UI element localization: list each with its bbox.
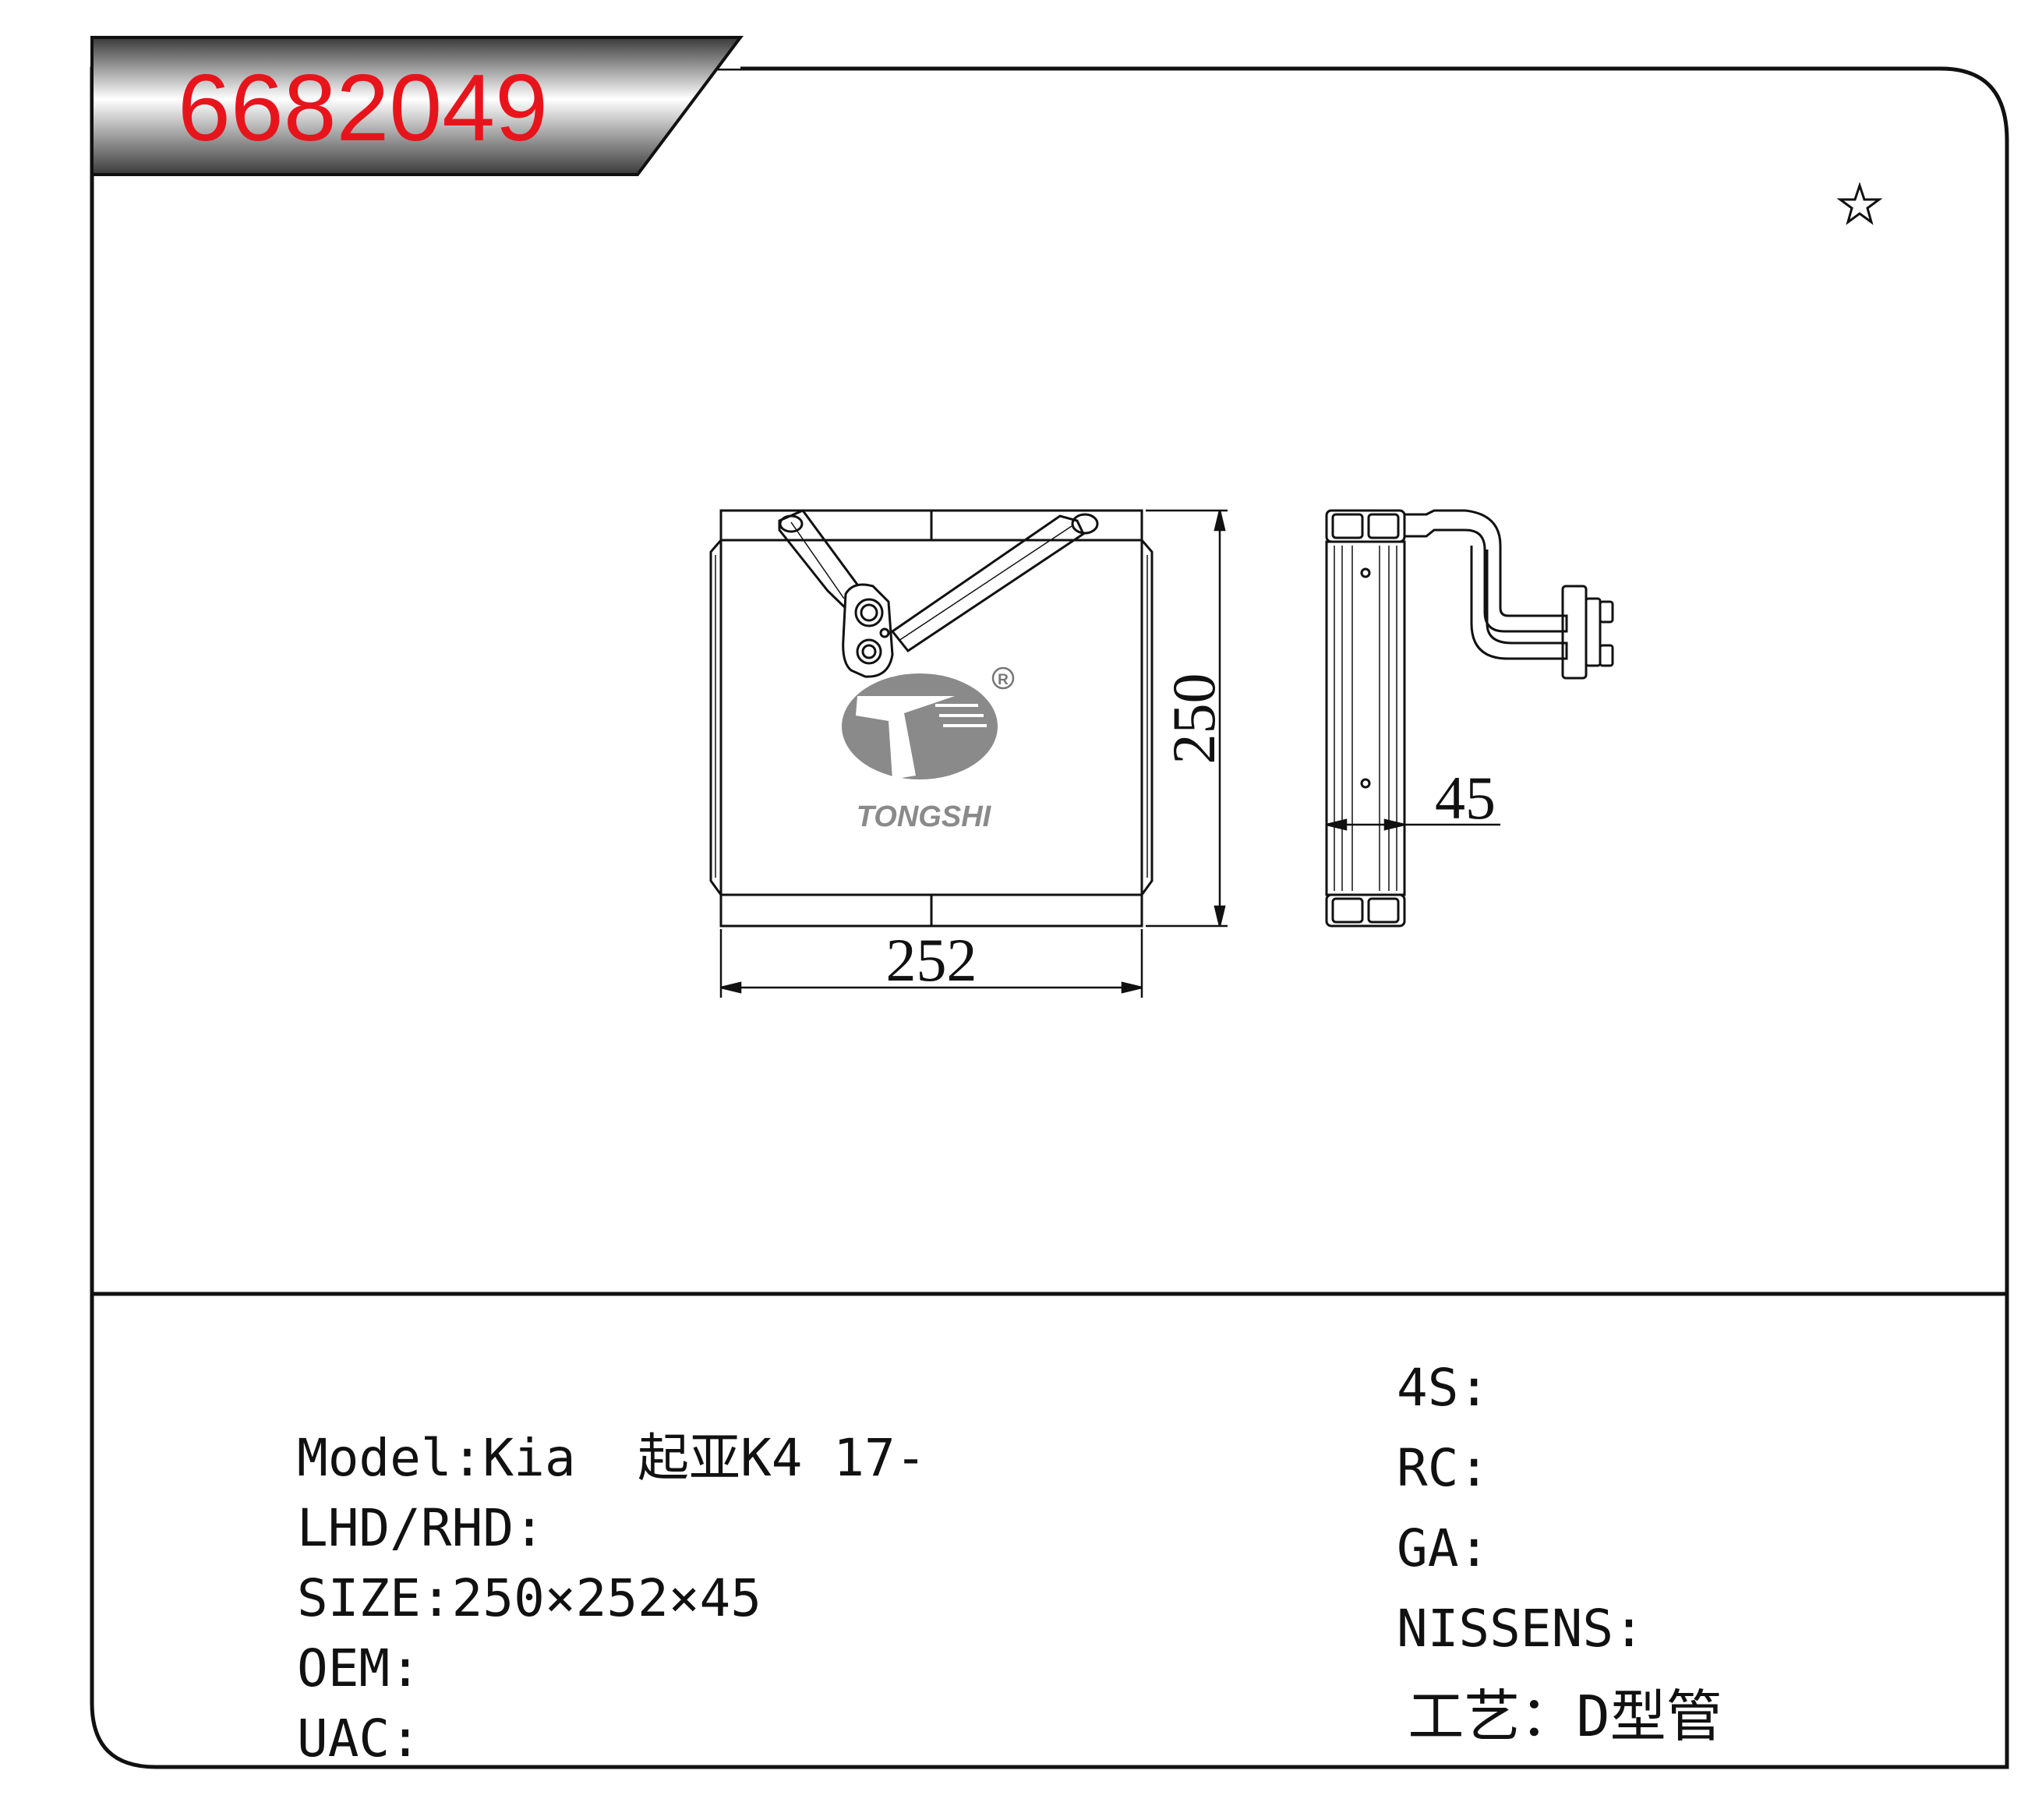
depth-dimension-label: 45 xyxy=(1435,764,1496,832)
tongshi-logo: R TONGSHI xyxy=(842,666,1015,833)
spec-value: Kia 起亚K4 17- xyxy=(482,1428,927,1488)
outer-frame xyxy=(90,66,2009,1769)
depth-dimension xyxy=(1326,818,1500,831)
spec-label: 工艺： xyxy=(1408,1684,1577,1749)
spec-oem: OEM: xyxy=(173,1592,421,1746)
brand-name: TONGSHI xyxy=(857,800,992,833)
spec-size: SIZE:250×252×45 xyxy=(173,1521,761,1676)
spec-value: 250×252×45 xyxy=(451,1568,761,1628)
spec-label: RC: xyxy=(1396,1438,1490,1498)
spec-label: LHD/RHD: xyxy=(296,1498,545,1558)
spec-label: Model: xyxy=(296,1428,483,1488)
part-number: 6682049 xyxy=(178,55,548,161)
evaporator-side-view xyxy=(1325,509,1614,928)
evaporator-front-view xyxy=(709,509,1154,928)
spec-label: GA: xyxy=(1396,1518,1490,1578)
spec-rc: RC: xyxy=(1273,1391,1489,1546)
spec-label: OEM: xyxy=(296,1638,421,1698)
spec-label: 4S: xyxy=(1396,1358,1490,1418)
spec-uac: UAC: xyxy=(173,1662,421,1816)
star-outline-icon[interactable] xyxy=(1836,182,1883,225)
height-dimension xyxy=(1146,509,1228,928)
spec-label: UAC: xyxy=(296,1709,421,1769)
spec-model: Model:Kia 起亚K4 17- xyxy=(173,1381,927,1536)
spec-label: SIZE: xyxy=(296,1568,452,1628)
part-number-banner: 6682049 xyxy=(90,36,744,176)
registered-mark: R xyxy=(998,672,1009,688)
spec-process: 工艺：D型管 xyxy=(1273,1632,1722,1801)
spec-ga: GA: xyxy=(1273,1472,1489,1626)
spec-4s: 4S: xyxy=(1273,1311,1489,1465)
spec-nissens: NISSENS: xyxy=(1273,1552,1645,1706)
spec-lhd-rhd: LHD/RHD: xyxy=(173,1451,545,1606)
spec-label: NISSENS: xyxy=(1396,1599,1645,1659)
width-dimension xyxy=(719,929,1143,998)
spec-value: D型管 xyxy=(1576,1684,1722,1749)
width-dimension-label: 252 xyxy=(886,926,977,994)
height-dimension-label: 250 xyxy=(1160,673,1228,765)
